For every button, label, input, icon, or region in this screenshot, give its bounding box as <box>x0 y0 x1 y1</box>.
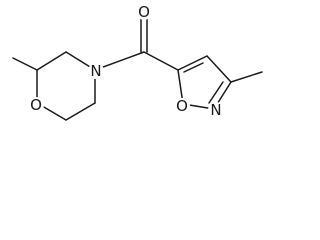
bond-methyl-morpholine <box>12 57 38 71</box>
bond-carbonyl-isoxazole <box>143 51 179 71</box>
isoxazole-oxygen-label: O <box>176 97 188 115</box>
atom-morpholine-oxygen: O <box>28 96 44 114</box>
morpholine-nitrogen-label: N <box>90 62 101 80</box>
bond-isox-c3-c4 <box>206 55 232 83</box>
bonds <box>12 13 263 121</box>
carbonyl-oxygen-label: O <box>138 3 150 21</box>
bond-morph-c5-c6 <box>65 102 96 121</box>
bond-isox-c4-c5 <box>177 55 208 71</box>
atom-morpholine-nitrogen: N <box>88 62 104 80</box>
atom-isoxazole-oxygen: O <box>174 97 190 115</box>
bond-morph-c2-c3 <box>36 51 67 71</box>
bond-isox-c4-c5-inner <box>183 62 204 73</box>
atom-isoxazole-nitrogen: N <box>208 101 224 119</box>
bond-isox-n2-c3-inner <box>208 81 224 104</box>
bond-n-carbonyl <box>94 51 145 71</box>
isoxazole-nitrogen-label: N <box>210 101 221 119</box>
molecule-structure: O N O O N <box>12 3 263 121</box>
atom-carbonyl-oxygen: O <box>136 3 152 21</box>
bond-methyl-isoxazole <box>230 71 263 83</box>
morpholine-oxygen-label: O <box>30 96 42 114</box>
